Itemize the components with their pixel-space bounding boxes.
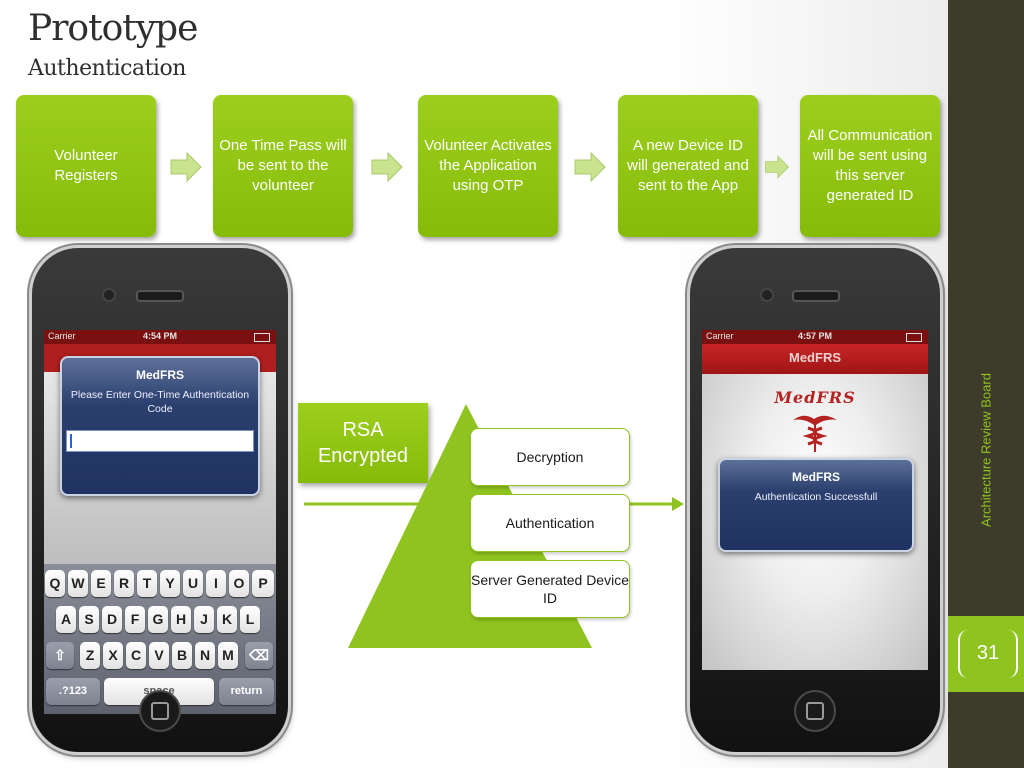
flow-step-label: Volunteer Registers [54,147,118,184]
key-r[interactable]: R [114,570,134,597]
key-l[interactable]: L [240,606,260,633]
key-w[interactable]: W [68,570,88,597]
right-arrow-icon [765,155,790,179]
flow-step-label: All Communication will be sent using thi… [807,127,933,204]
status-time: 4:57 PM [797,331,832,341]
home-button[interactable] [794,690,836,732]
layer-decryption: Decryption [470,428,630,486]
otp-code-input[interactable] [66,430,254,452]
phone-right-screen: MedFRS Carrier 4:57 PM MedFRS MedFRS Aut… [702,330,928,670]
key-g[interactable]: G [148,606,168,633]
key-f[interactable]: F [125,606,145,633]
status-time: 4:54 PM [142,331,177,341]
rsa-label: RSA Encrypted [317,419,409,467]
layer-authentication: Authentication [470,494,630,552]
flow-step-3: Volunteer Activates the Application usin… [418,95,558,237]
phone-left-screen: Carrier 4:54 PM MedFRS Please Enter One-… [44,330,276,714]
alert-title: MedFRS [136,368,184,382]
app-logo-text: MedFRS [774,388,856,407]
flow-step-label: A new Device ID will generated and sent … [627,137,749,194]
status-bar: Carrier 4:54 PM [44,330,276,344]
page-number: 31 [976,642,1000,664]
flow-step-5: All Communication will be sent using thi… [800,95,940,237]
camera-icon [102,288,116,302]
right-arrow-icon [170,151,202,183]
phone-right: MedFRS Carrier 4:57 PM MedFRS MedFRS Aut… [690,248,940,752]
slide-title: Prototype [28,8,198,49]
flow-step-label: One Time Pass will be sent to the volunt… [219,137,347,194]
key-c[interactable]: C [126,642,146,669]
key-h[interactable]: H [171,606,191,633]
alert-title: MedFRS [792,470,840,484]
onscreen-keyboard: Q W E R T Y U I O P A S D F G H J K L ⇧ … [44,564,276,714]
output-arrowhead-icon [672,497,684,511]
rsa-encrypted-box: RSA Encrypted [298,403,428,483]
key-s[interactable]: S [79,606,99,633]
battery-icon [254,333,270,342]
speaker-grille [792,290,840,302]
layer-label: Authentication [505,515,595,531]
key-a[interactable]: A [56,606,76,633]
right-arrow-icon [371,151,403,183]
key-x[interactable]: X [103,642,123,669]
key-p[interactable]: P [252,570,274,597]
nav-bar: MedFRS [702,344,928,374]
layer-label: Decryption [516,449,584,465]
camera-icon [760,288,774,302]
key-z[interactable]: Z [80,642,100,669]
page-number-frame [958,630,1018,678]
key-b[interactable]: B [172,642,192,669]
key-y[interactable]: Y [160,570,180,597]
carrier-label: Carrier [706,331,734,341]
key-m[interactable]: M [218,642,238,669]
phone-left: Carrier 4:54 PM MedFRS Please Enter One-… [32,248,288,752]
key-delete[interactable]: ⌫ [245,642,273,669]
carrier-label: Carrier [48,331,76,341]
key-shift[interactable]: ⇧ [46,642,74,669]
key-q[interactable]: Q [45,570,65,597]
flow-step-2: One Time Pass will be sent to the volunt… [213,95,353,237]
key-i[interactable]: I [206,570,226,597]
sidebar-caption-text: Architecture Review Board [978,373,994,527]
alert-message: Please Enter One-Time Authentication Cod… [70,389,250,415]
key-v[interactable]: V [149,642,169,669]
success-alert-dialog: MedFRS Authentication Successfull [718,458,914,552]
page-number-box [948,616,1024,692]
flow-step-1: Volunteer Registers [16,95,156,237]
otp-alert-dialog: MedFRS Please Enter One-Time Authenticat… [60,356,260,496]
sidebar-caption: Architecture Review Board [948,350,1024,550]
key-o[interactable]: O [229,570,249,597]
flow-step-4: A new Device ID will generated and sent … [618,95,758,237]
slide-subtitle: Authentication [28,56,186,81]
caduceus-icon [793,415,837,452]
flow-step-label: Volunteer Activates the Application usin… [424,137,552,194]
key-t[interactable]: T [137,570,157,597]
key-numbers[interactable]: .?123 [46,678,100,705]
key-n[interactable]: N [195,642,215,669]
status-bar: Carrier 4:57 PM [702,330,928,344]
alert-message: Authentication Successfull [754,491,878,503]
key-u[interactable]: U [183,570,203,597]
key-k[interactable]: K [217,606,237,633]
nav-bar-title: MedFRS [789,350,841,365]
key-d[interactable]: D [102,606,122,633]
key-j[interactable]: J [194,606,214,633]
home-button[interactable] [139,690,181,732]
speaker-grille [136,290,184,302]
battery-icon [906,333,922,342]
layer-device-id: Server Generated Device ID [470,560,630,618]
key-e[interactable]: E [91,570,111,597]
layer-label: Server Generated Device ID [471,572,629,606]
key-return[interactable]: return [219,678,274,705]
right-arrow-icon [574,151,606,183]
